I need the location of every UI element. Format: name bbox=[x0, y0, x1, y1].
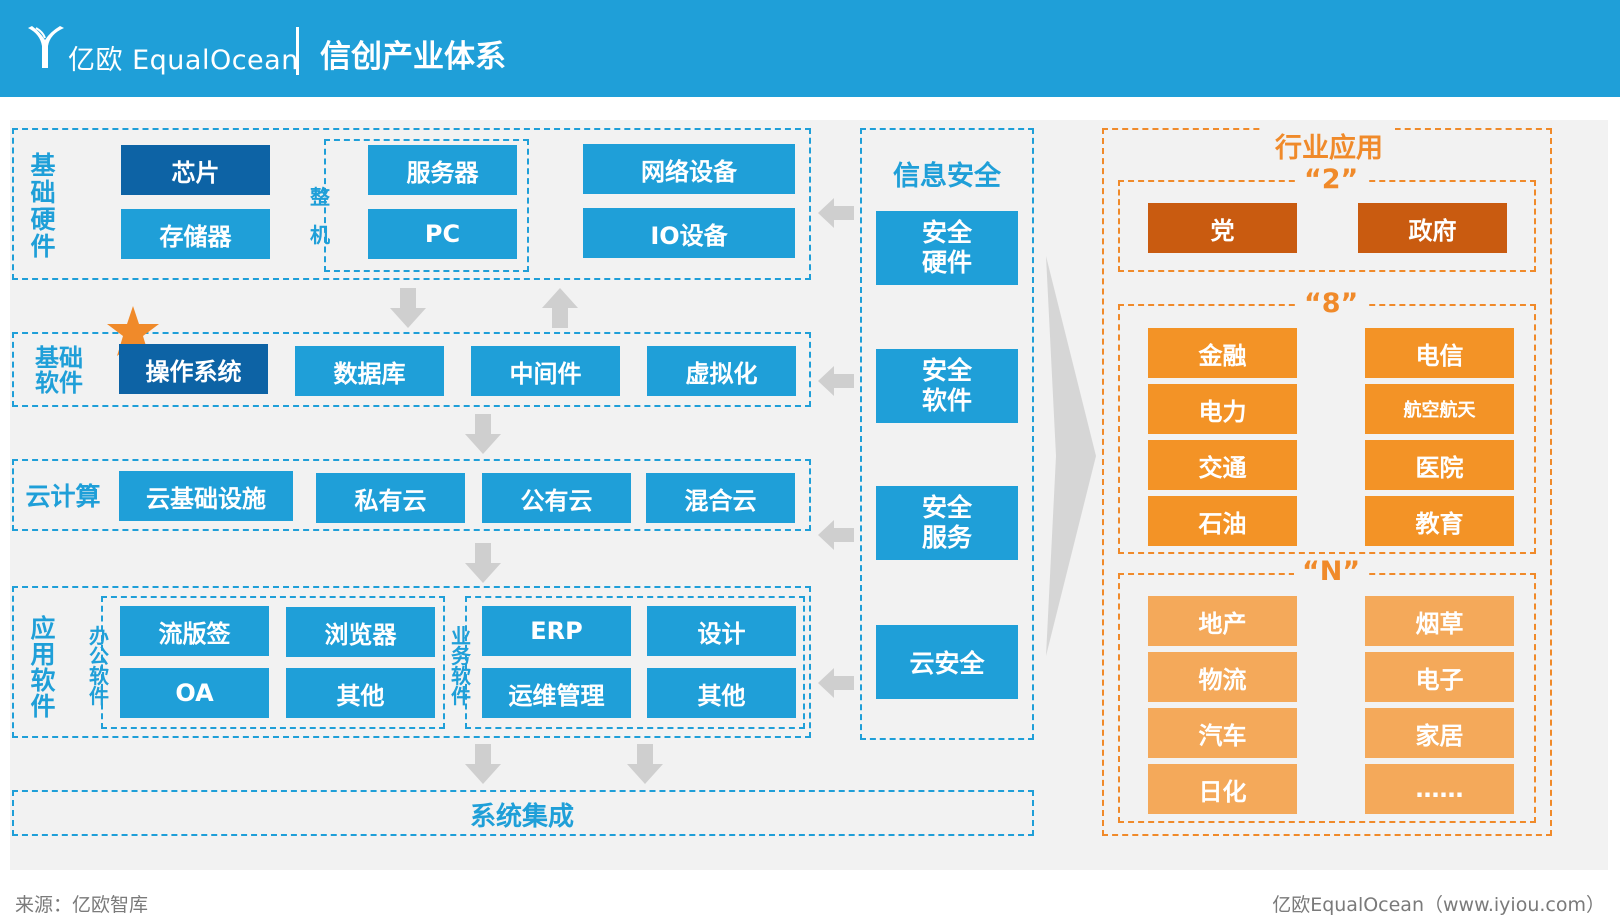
group-n-tag: “N” bbox=[1294, 556, 1369, 587]
security-service-text: 安全服务 bbox=[921, 493, 972, 552]
logo-text: 亿欧 EqualOcean bbox=[68, 45, 299, 76]
browser-box: 浏览器 bbox=[286, 607, 435, 657]
chip-box: 芯片 bbox=[121, 145, 270, 195]
hardware-section bbox=[12, 128, 811, 280]
power-box: 电力 bbox=[1148, 384, 1297, 434]
io-device-box: IO设备 bbox=[583, 208, 795, 258]
design-box: 设计 bbox=[647, 606, 796, 656]
header-bar: 亿欧 EqualOcean 信创产业体系 bbox=[0, 0, 1620, 97]
security-hardware-box: 安全硬件 bbox=[876, 211, 1018, 285]
business-other-box: 其他 bbox=[647, 668, 796, 718]
home-furnishing-box: 家居 bbox=[1365, 708, 1514, 758]
automotive-box: 汽车 bbox=[1148, 708, 1297, 758]
security-hardware-text: 安全硬件 bbox=[921, 218, 972, 277]
database-box: 数据库 bbox=[295, 346, 444, 396]
flow-sign-box: 流版签 bbox=[120, 606, 269, 656]
arrow-down-icon bbox=[390, 288, 426, 328]
aerospace-box: 航空航天 bbox=[1365, 384, 1514, 434]
logistics-box: 物流 bbox=[1148, 652, 1297, 702]
cloud-label: 云计算 bbox=[25, 482, 101, 511]
whole-machine-group bbox=[324, 139, 529, 272]
source-note: 来源：亿欧智库 bbox=[15, 894, 149, 916]
group-2-tag: “2” bbox=[1296, 164, 1367, 195]
erp-box: ERP bbox=[482, 606, 631, 656]
system-integration-section bbox=[12, 790, 1034, 836]
office-software-group bbox=[101, 596, 445, 729]
info-security-title: 信息安全 bbox=[893, 161, 1001, 192]
office-other-box: 其他 bbox=[286, 668, 435, 718]
party-box: 党 bbox=[1148, 203, 1297, 253]
arrow-up-icon bbox=[542, 288, 578, 328]
cloud-section bbox=[12, 459, 811, 531]
star-icon bbox=[107, 306, 159, 356]
group-8-tag: “8” bbox=[1296, 288, 1367, 319]
hospital-box: 医院 bbox=[1365, 440, 1514, 490]
arrow-left-icon bbox=[818, 668, 854, 698]
logo-icon bbox=[28, 26, 64, 68]
storage-box: 存储器 bbox=[121, 209, 270, 259]
arrow-down-icon bbox=[627, 744, 663, 784]
real-estate-box: 地产 bbox=[1148, 596, 1297, 646]
system-integration-label: 系统集成 bbox=[470, 802, 575, 832]
cloud-security-box: 云安全 bbox=[876, 625, 1018, 699]
arrow-left-icon bbox=[818, 366, 854, 396]
education-box: 教育 bbox=[1365, 496, 1514, 546]
electronics-box: 电子 bbox=[1365, 652, 1514, 702]
whole-machine-label: 整机 bbox=[310, 185, 330, 247]
credit-note: 亿欧EqualOcean（www.iyiou.com） bbox=[1272, 894, 1605, 916]
pc-box: PC bbox=[368, 209, 517, 259]
diagram-canvas: 基础硬件 整机 芯片 存储器 服务器 PC 网络设备 IO设备 基础软件 操作系… bbox=[10, 120, 1608, 870]
network-device-box: 网络设备 bbox=[583, 144, 795, 194]
info-security-section bbox=[860, 128, 1034, 740]
arrow-down-icon bbox=[465, 543, 501, 583]
government-box: 政府 bbox=[1358, 203, 1507, 253]
transport-box: 交通 bbox=[1148, 440, 1297, 490]
business-software-label: 业务软件 bbox=[451, 624, 471, 708]
industry-title: 行业应用 bbox=[1263, 126, 1395, 165]
arrow-left-icon bbox=[818, 198, 854, 228]
oa-box: OA bbox=[120, 668, 269, 718]
chevron-right-icon bbox=[1046, 256, 1096, 656]
tobacco-box: 烟草 bbox=[1365, 596, 1514, 646]
telecom-box: 电信 bbox=[1365, 328, 1514, 378]
hybrid-cloud-box: 混合云 bbox=[646, 473, 795, 523]
hardware-label: 基础硬件 bbox=[30, 151, 56, 261]
middleware-box: 中间件 bbox=[471, 346, 620, 396]
finance-box: 金融 bbox=[1148, 328, 1297, 378]
ellipsis-box: …… bbox=[1365, 764, 1514, 814]
business-software-group bbox=[465, 596, 805, 729]
arrow-down-icon bbox=[465, 414, 501, 454]
virtualization-box: 虚拟化 bbox=[647, 346, 796, 396]
app-software-label: 应用软件 bbox=[30, 614, 56, 721]
security-service-box: 安全服务 bbox=[876, 486, 1018, 560]
petroleum-box: 石油 bbox=[1148, 496, 1297, 546]
public-cloud-box: 公有云 bbox=[482, 473, 631, 523]
security-software-text: 安全软件 bbox=[921, 356, 972, 415]
basic-software-label: 基础软件 bbox=[35, 344, 83, 397]
security-software-box: 安全软件 bbox=[876, 349, 1018, 423]
page-title: 信创产业体系 bbox=[320, 39, 506, 75]
arrow-down-icon bbox=[465, 744, 501, 784]
daily-chemical-box: 日化 bbox=[1148, 764, 1297, 814]
private-cloud-box: 私有云 bbox=[316, 473, 465, 523]
server-box: 服务器 bbox=[368, 145, 517, 195]
arrow-left-icon bbox=[818, 520, 854, 550]
office-software-label: 办公软件 bbox=[89, 624, 109, 708]
app-software-section bbox=[12, 586, 811, 738]
header-divider bbox=[296, 27, 299, 75]
cloud-infra-box: 云基础设施 bbox=[119, 471, 293, 521]
basic-software-section bbox=[12, 332, 811, 407]
os-box: 操作系统 bbox=[119, 344, 268, 394]
ops-management-box: 运维管理 bbox=[482, 668, 631, 718]
